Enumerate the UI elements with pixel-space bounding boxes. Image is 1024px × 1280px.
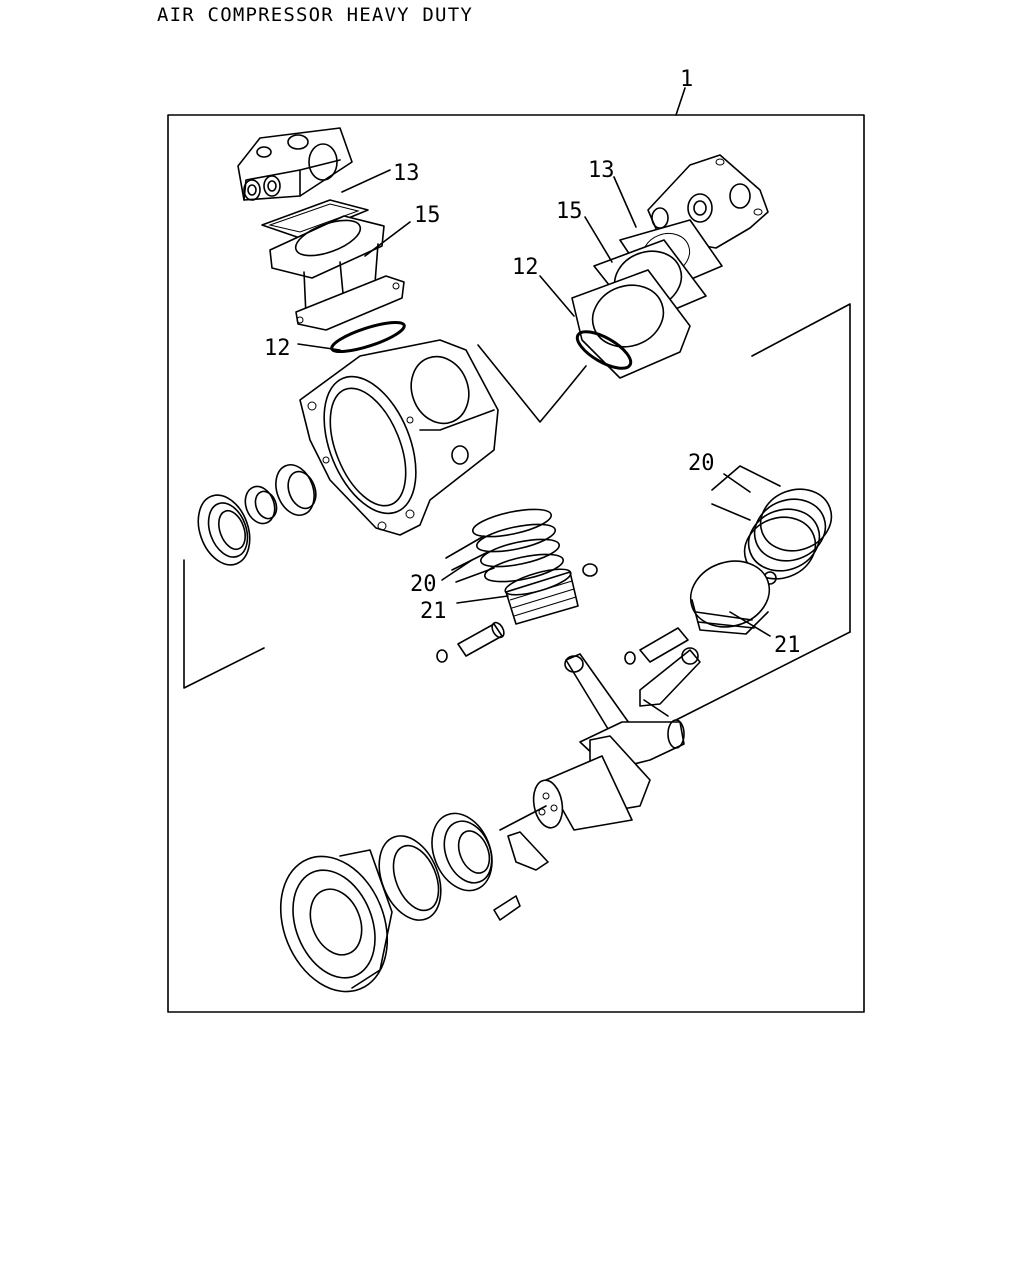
callout-rings-right: 20 <box>688 451 715 476</box>
main-bearing-inner <box>431 812 493 892</box>
assembly-leader <box>675 87 686 116</box>
callout-assembly: 1 <box>680 67 693 92</box>
spacer-left <box>244 485 278 525</box>
dashed-axis-cylinder-left <box>477 344 561 423</box>
oring-right <box>575 330 633 370</box>
piston-rings-left <box>445 508 564 583</box>
dashed-axis-crank-right <box>675 631 851 721</box>
seal-left <box>275 464 317 516</box>
bearing-left <box>197 494 251 566</box>
connecting-rod-right <box>639 647 701 717</box>
callout-cylinder-right: 15 <box>556 199 583 224</box>
callout-gasket-right: 13 <box>588 158 615 183</box>
cylinder-head-left <box>237 127 353 201</box>
callout-oring-left: 12 <box>264 336 291 361</box>
bearing-housing <box>279 849 393 993</box>
callout-rings-left: 20 <box>410 572 437 597</box>
diagram-title: AIR COMPRESSOR HEAVY DUTY <box>157 4 473 26</box>
callout-gasket-left: 13 <box>393 161 420 186</box>
piston-pin-right <box>624 627 689 665</box>
piston-right <box>689 560 771 635</box>
cylinder-right <box>571 239 707 379</box>
callout-piston-left: 21 <box>420 599 447 624</box>
piston-left <box>504 563 598 625</box>
crankshaft <box>532 719 685 831</box>
callout-cylinder-left: 15 <box>414 203 441 228</box>
callout-oring-right: 12 <box>512 255 539 280</box>
dashed-axis-bearing-left <box>183 559 265 689</box>
callout-leaders <box>297 169 771 637</box>
gasket-left <box>261 199 369 239</box>
dashed-axis-cylinder-right <box>559 365 587 399</box>
assembly-frame <box>167 114 865 1013</box>
dashed-axis-right-frame <box>751 303 851 633</box>
callout-piston-right: 21 <box>774 633 801 658</box>
piston-pin-left <box>436 621 505 663</box>
cylinder-left <box>269 215 405 331</box>
dashed-axis-crank <box>499 805 547 831</box>
crankcase <box>299 339 499 536</box>
rod-bearing-cap <box>493 831 549 921</box>
